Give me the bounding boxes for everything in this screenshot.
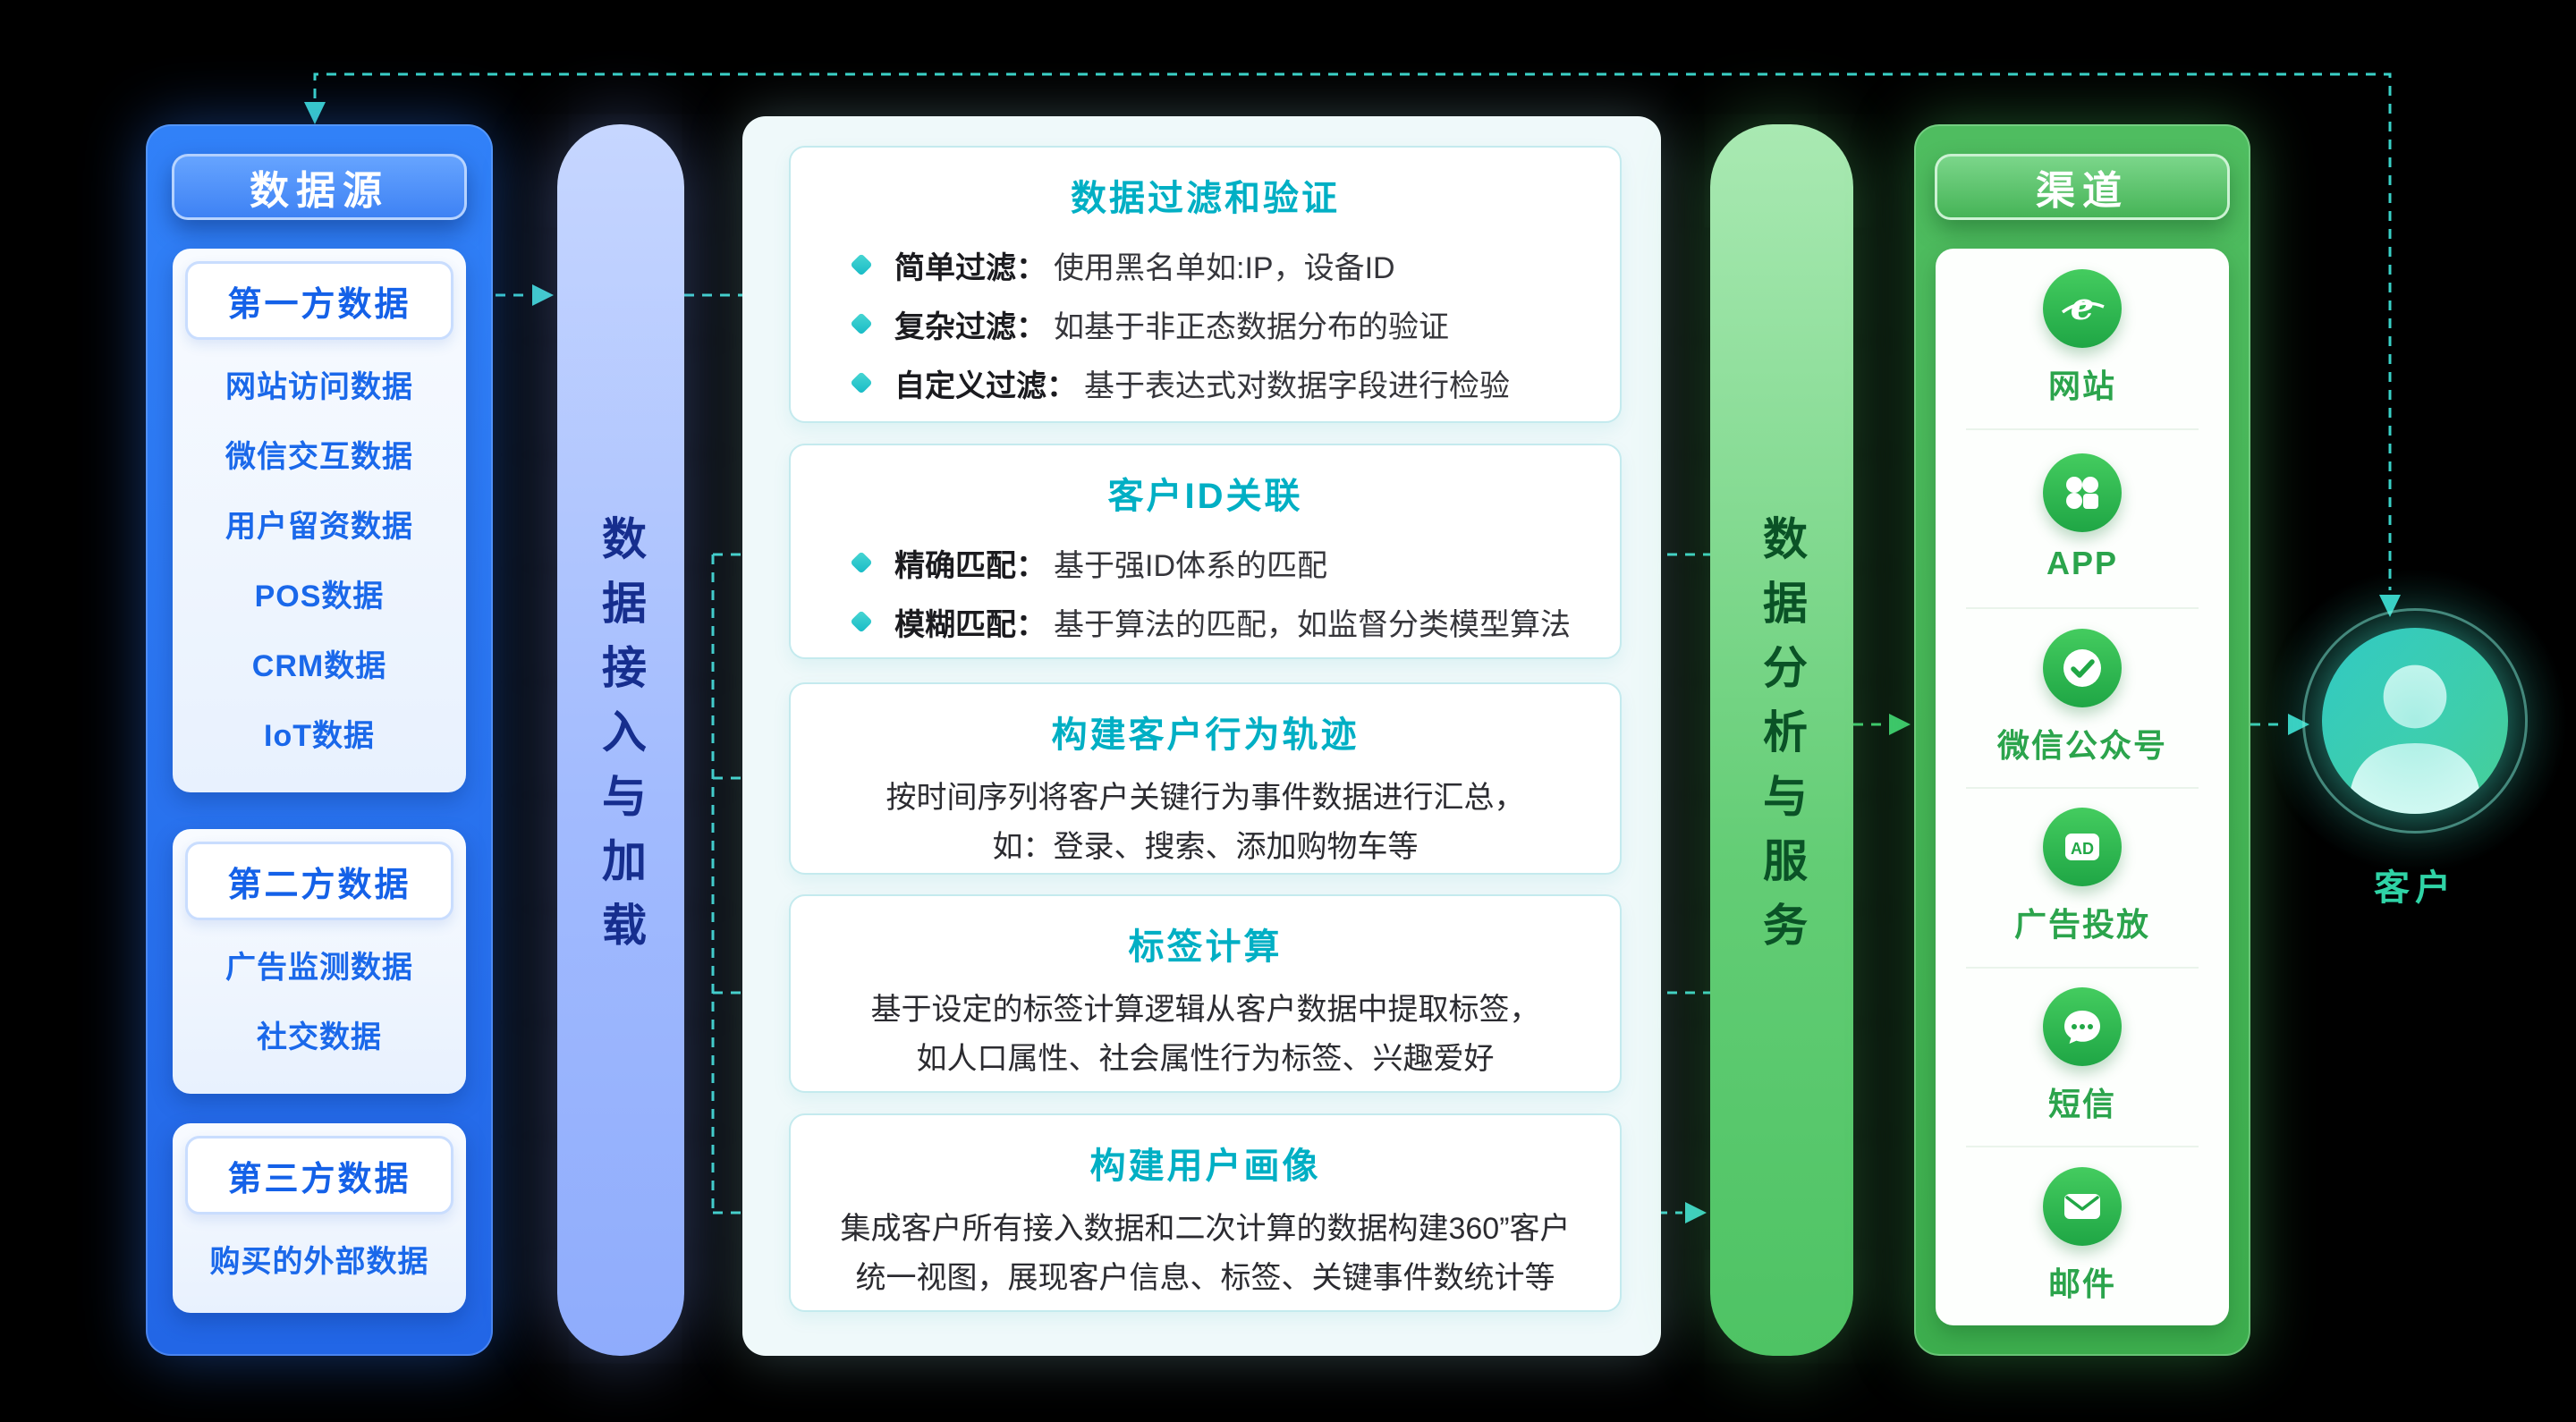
data-source-item: 广告监测数据 (225, 950, 413, 985)
processing-panel: 数据过滤和验证 简单过滤： 使用黑名单如:IP，设备ID 复杂过滤： 如基于非正… (742, 116, 1661, 1356)
bullet-text: 使用黑名单如:IP，设备ID (1054, 250, 1395, 285)
data-source-item: IoT数据 (264, 718, 375, 753)
diamond-bullet-icon (850, 371, 873, 394)
card-title: 构建客户行为轨迹 (1051, 715, 1360, 755)
diamond-bullet-icon (850, 551, 873, 574)
card-text-line: 按时间序列将客户关键行为事件数据进行汇总， (886, 781, 1525, 815)
analysis-bar: 数据分析与服务 (1710, 124, 1853, 1356)
bullet-row: 精确匹配： 基于强ID体系的匹配 (850, 533, 1620, 592)
ingest-bar: 数据接入与加载 (557, 124, 684, 1356)
bullet-label: 精确匹配： (894, 548, 1046, 583)
channel-label: 邮件 (2047, 1265, 2116, 1302)
bullet-label: 复杂过滤： (894, 309, 1046, 344)
mail-icon (2043, 1166, 2122, 1246)
card-title: 构建用户画像 (1089, 1147, 1321, 1186)
first-party-header: 第一方数据 (185, 261, 453, 340)
data-source-item: 网站访问数据 (225, 369, 413, 404)
arrowhead-into-ingest (532, 284, 554, 306)
channel-label: 微信公众号 (1996, 726, 2167, 764)
bullet-row: 自定义过滤： 基于表达式对数据字段进行检验 (850, 353, 1620, 412)
app-grid-icon (2043, 453, 2122, 532)
channel-label: 网站 (2047, 368, 2116, 405)
channel-website: e 网站 (1936, 249, 2229, 428)
analysis-bar-label: 数据分析与服务 (1757, 514, 1807, 966)
browser-icon: e (2043, 269, 2122, 349)
bullet-row: 复杂过滤： 如基于非正态数据分布的验证 (850, 294, 1620, 353)
bullet-label: 自定义过滤： (894, 368, 1077, 403)
diamond-bullet-icon (850, 253, 873, 276)
channels-panel: 渠道 e 网站 (1914, 124, 2250, 1356)
customer-avatar (2261, 567, 2569, 875)
arrowhead-into-channels (1889, 714, 1911, 735)
card-title: 标签计算 (1128, 927, 1283, 967)
channel-app: APP (1936, 427, 2229, 608)
card-id-mapping: 客户ID关联 精确匹配： 基于强ID体系的匹配 模糊匹配： 基于算法的匹配，如监… (789, 444, 1622, 659)
card-text-line: 基于设定的标签计算逻辑从客户数据中提取标签， (870, 993, 1540, 1027)
sms-bubble-icon (2043, 987, 2122, 1067)
channel-ads: AD 广告投放 (1936, 787, 2229, 967)
data-source-item: 购买的外部数据 (209, 1244, 429, 1279)
data-source-item: 用户留资数据 (225, 509, 413, 544)
arrowhead-into-analysis-bar (1685, 1202, 1707, 1223)
diamond-bullet-icon (850, 312, 873, 335)
bullet-text: 基于表达式对数据字段进行检验 (1084, 368, 1510, 403)
card-behavior-track: 构建客户行为轨迹 按时间序列将客户关键行为事件数据进行汇总， 如：登录、搜索、添… (789, 682, 1622, 875)
card-user-profile: 构建用户画像 集成客户所有接入数据和二次计算的数据构建360”客户 统一视图，展… (789, 1113, 1622, 1312)
data-sources-title: 数据源 (172, 154, 467, 220)
third-party-header: 第三方数据 (185, 1136, 453, 1215)
card-text-line: 统一视图，展现客户信息、标签、关键事件数统计等 (855, 1261, 1555, 1296)
bullet-row: 简单过滤： 使用黑名单如:IP，设备ID (850, 235, 1620, 294)
svg-text:AD: AD (2071, 840, 2094, 858)
customer-label: 客户 (2374, 868, 2456, 908)
card-text-line: 如人口属性、社会属性行为标签、兴趣爱好 (916, 1042, 1495, 1077)
avatar-glow-ring (2302, 608, 2528, 834)
bullet-row: 模糊匹配： 基于算法的匹配，如监督分类模型算法 (850, 592, 1620, 651)
card-tag-computation: 标签计算 基于设定的标签计算逻辑从客户数据中提取标签， 如人口属性、社会属性行为… (789, 894, 1622, 1093)
customer-node: 客户 (2261, 567, 2569, 910)
card-text-line: 如：登录、搜索、添加购物车等 (992, 830, 1419, 865)
data-source-item: 微信交互数据 (225, 439, 413, 474)
data-sources-panel: 数据源 第一方数据 网站访问数据 微信交互数据 用户留资数据 POS数据 CRM… (146, 124, 493, 1356)
data-source-item: POS数据 (254, 579, 385, 614)
bullet-label: 模糊匹配： (894, 607, 1046, 642)
channel-list: e 网站 APP (1936, 249, 2229, 1325)
channel-email: 邮件 (1936, 1146, 2229, 1325)
first-party-section: 第一方数据 网站访问数据 微信交互数据 用户留资数据 POS数据 CRM数据 I… (173, 249, 466, 792)
bullet-text: 基于强ID体系的匹配 (1054, 548, 1327, 583)
bullet-text: 基于算法的匹配，如监督分类模型算法 (1054, 607, 1571, 642)
third-party-section: 第三方数据 购买的外部数据 (173, 1123, 466, 1313)
data-source-item: 社交数据 (257, 1020, 382, 1054)
badge-check-icon (2043, 628, 2122, 707)
card-filter-validation: 数据过滤和验证 简单过滤： 使用黑名单如:IP，设备ID 复杂过滤： 如基于非正… (789, 146, 1622, 423)
card-title: 数据过滤和验证 (1071, 179, 1340, 218)
arrowhead-into-datasources (304, 102, 326, 124)
channels-title: 渠道 (1935, 154, 2230, 220)
channel-label: 短信 (2047, 1086, 2116, 1123)
ingest-bar-label: 数据接入与加载 (596, 514, 646, 966)
channel-label: APP (2046, 545, 2119, 581)
data-source-item: CRM数据 (251, 648, 387, 683)
channel-sms: 短信 (1936, 966, 2229, 1147)
channel-wechat-official: 微信公众号 (1936, 607, 2229, 787)
bullet-text: 如基于非正态数据分布的验证 (1054, 309, 1449, 344)
card-text-line: 集成客户所有接入数据和二次计算的数据构建360”客户 (840, 1212, 1571, 1246)
diamond-bullet-icon (850, 610, 873, 633)
channel-label: 广告投放 (2013, 906, 2150, 944)
card-title: 客户ID关联 (1107, 477, 1303, 516)
second-party-header: 第二方数据 (185, 842, 453, 920)
ad-icon: AD (2043, 808, 2122, 887)
bullet-label: 简单过滤： (894, 250, 1046, 285)
second-party-section: 第二方数据 广告监测数据 社交数据 (173, 829, 466, 1094)
